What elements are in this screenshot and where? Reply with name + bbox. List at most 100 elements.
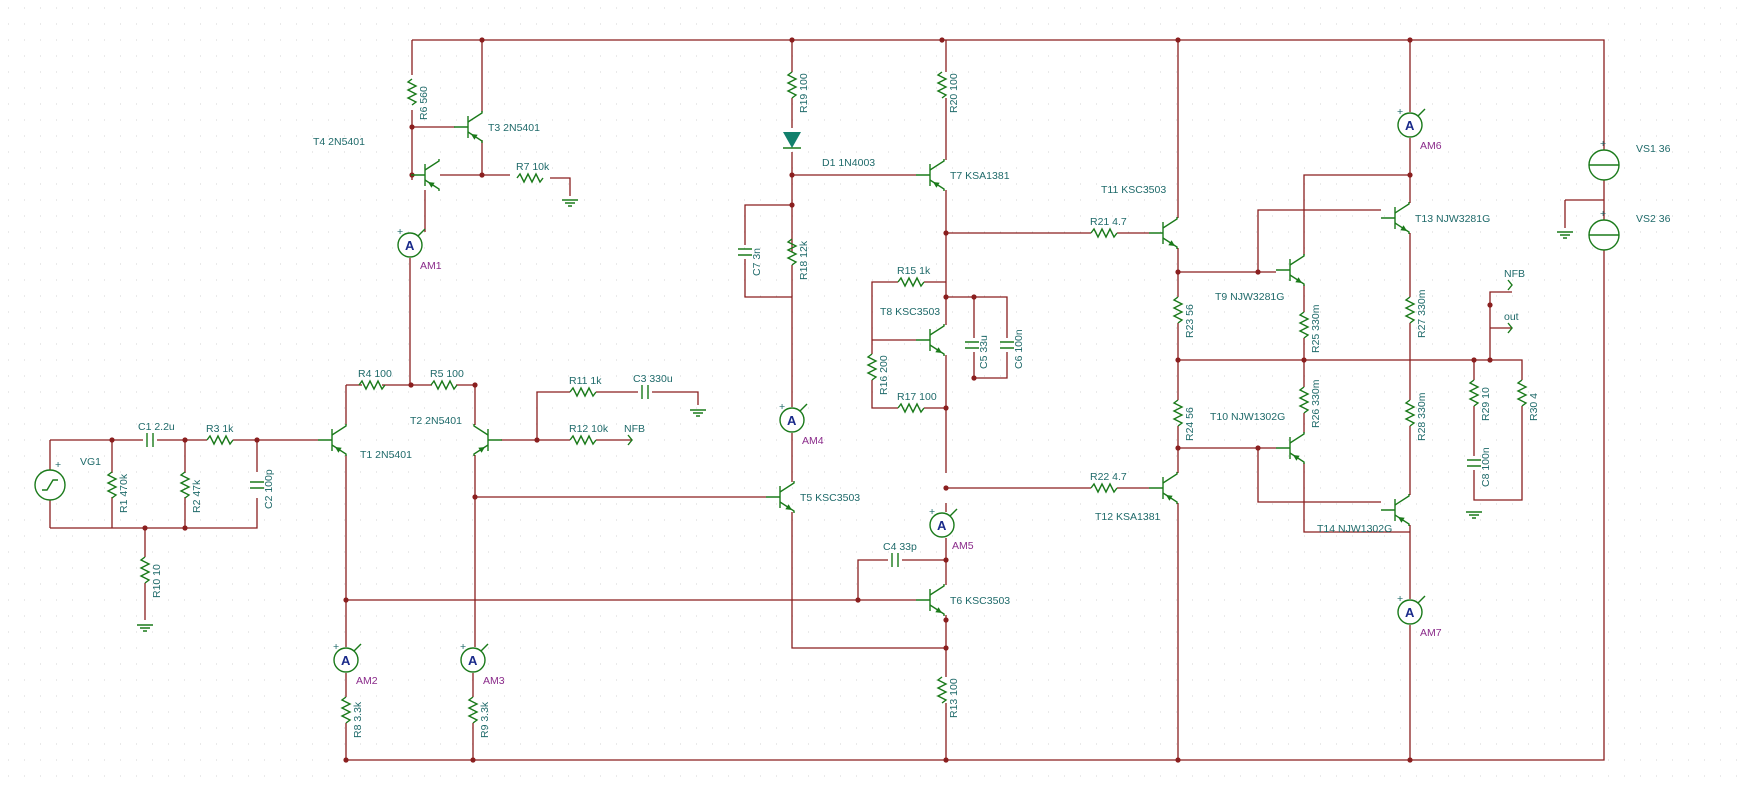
port-out: out [1504,311,1519,334]
port-nfb: NFB [624,423,645,446]
resistor-label: R16 200 [878,355,890,395]
junction-dot [408,382,414,388]
transistor-label: T4 2N5401 [313,136,365,148]
resistor-r28: R28 330m [1404,392,1428,441]
resistor-label: R28 330m [1416,392,1428,441]
junction-dot [142,525,148,531]
ammeter-letter: A [1405,118,1415,133]
transistor-arrow [1295,277,1302,283]
junction-dot [1407,172,1413,178]
resistor-symbol [897,402,925,414]
capacitor-c6: C6 100n [1000,329,1025,369]
ammeter-am6: A+AM6 [1397,106,1442,152]
transistor-leads [1289,254,1305,286]
resistor-symbol [206,434,234,446]
port-arrow [627,434,633,446]
resistor-symbol [1090,227,1118,239]
resistor-label: R12 10k [569,423,609,435]
ammeter-plus: + [929,506,935,518]
resistor-label: R4 100 [358,368,392,380]
resistor-r18: R18 12k [786,238,810,280]
transistor-base [1381,207,1396,229]
capacitor-symbol [891,553,899,567]
resistor-r5: R5 100 [430,368,464,391]
resistor-symbol [1298,311,1310,339]
transistor-arrow [933,182,940,188]
transistor-arrow [935,607,942,613]
resistor-r21: R21 4.7 [1090,216,1127,239]
port-arrow [1507,279,1513,291]
transistor-arrow [478,447,485,453]
source-wave [42,479,58,491]
transistor-t14: T14 NJW1302G [1317,494,1410,535]
resistor-label: R1 470k [118,473,130,513]
ammeter-letter: A [468,653,478,668]
junction-dot [789,202,795,208]
source-label: VS1 36 [1636,143,1671,155]
resistor-symbol [516,172,544,184]
resistor-r29: R29 10 [1468,379,1492,421]
resistor-label: R13 100 [948,678,960,718]
ammeter-circle [779,407,805,433]
resistor-label: R2 47k [191,479,203,513]
resistor-label: R5 100 [430,368,464,380]
resistor-label: R24 56 [1184,407,1196,441]
junction-dot [939,37,945,43]
resistor-r15: R15 1k [897,265,931,288]
ammeter-circle [1397,112,1423,138]
resistor-r30: R30 4 [1516,379,1540,421]
resistor-symbol [866,353,878,381]
capacitor-c3: C3 330u [633,373,673,399]
transistor-base [487,429,502,451]
resistor-symbol [1298,386,1310,414]
resistor-label: R27 330m [1416,289,1428,338]
ground-symbol [562,199,578,207]
transistor-t5: T5 KSC3503 [766,481,860,513]
ammeter-label: AM2 [356,675,378,687]
ammeter-letter: A [405,238,415,253]
junction-dot [1471,357,1477,363]
transistor-base [1276,437,1291,459]
canvas-grid [8,7,1737,777]
source-plus: + [1600,208,1606,220]
resistor-label: R7 10k [516,161,550,173]
resistor-label: R9 3.3k [479,701,491,738]
resistor-label: R21 4.7 [1090,216,1127,228]
transistor-label: T12 KSA1381 [1095,511,1161,523]
junction-dot [343,757,349,763]
transistor-arrow [935,347,942,353]
capacitor-symbol [1467,459,1481,467]
resistor-symbol [897,276,925,288]
transistor-base [916,329,931,351]
junction-dot [472,382,478,388]
transistor-base [1149,222,1164,244]
port-nfb: NFB [1504,268,1525,291]
resistor-label: R3 1k [206,423,234,435]
junction-dot [943,645,949,651]
port-label: out [1504,311,1519,323]
resistor-label: R22 4.7 [1090,471,1127,483]
resistor-r3: R3 1k [206,423,234,446]
junction-dot [1175,757,1181,763]
ammeter-label: AM7 [1420,627,1442,639]
resistor-r4: R4 100 [358,368,392,391]
transistor-arrow [785,504,792,510]
ammeter-arrow [799,403,808,412]
transistor-t13: T13 NJW3281G [1381,202,1490,234]
ammeter-label: AM3 [483,675,505,687]
ammeter-letter: A [937,518,947,533]
ammeter-label: AM1 [420,260,442,272]
transistor-t12: T12 KSA1381 [1095,472,1178,523]
resistor-r26: R26 330m [1298,379,1322,428]
resistor-r25: R25 330m [1298,304,1322,353]
resistor-label: R20 100 [948,73,960,113]
junction-dot [1175,269,1181,275]
transistor-base [411,164,426,186]
capacitor-c1: C1 2.2u [138,421,175,447]
resistor-symbol [358,379,386,391]
resistor-r1: R1 470k [106,471,130,513]
junction-dot [971,294,977,300]
transistor-arrow [1293,455,1300,461]
ammeter-arrow [480,643,489,652]
